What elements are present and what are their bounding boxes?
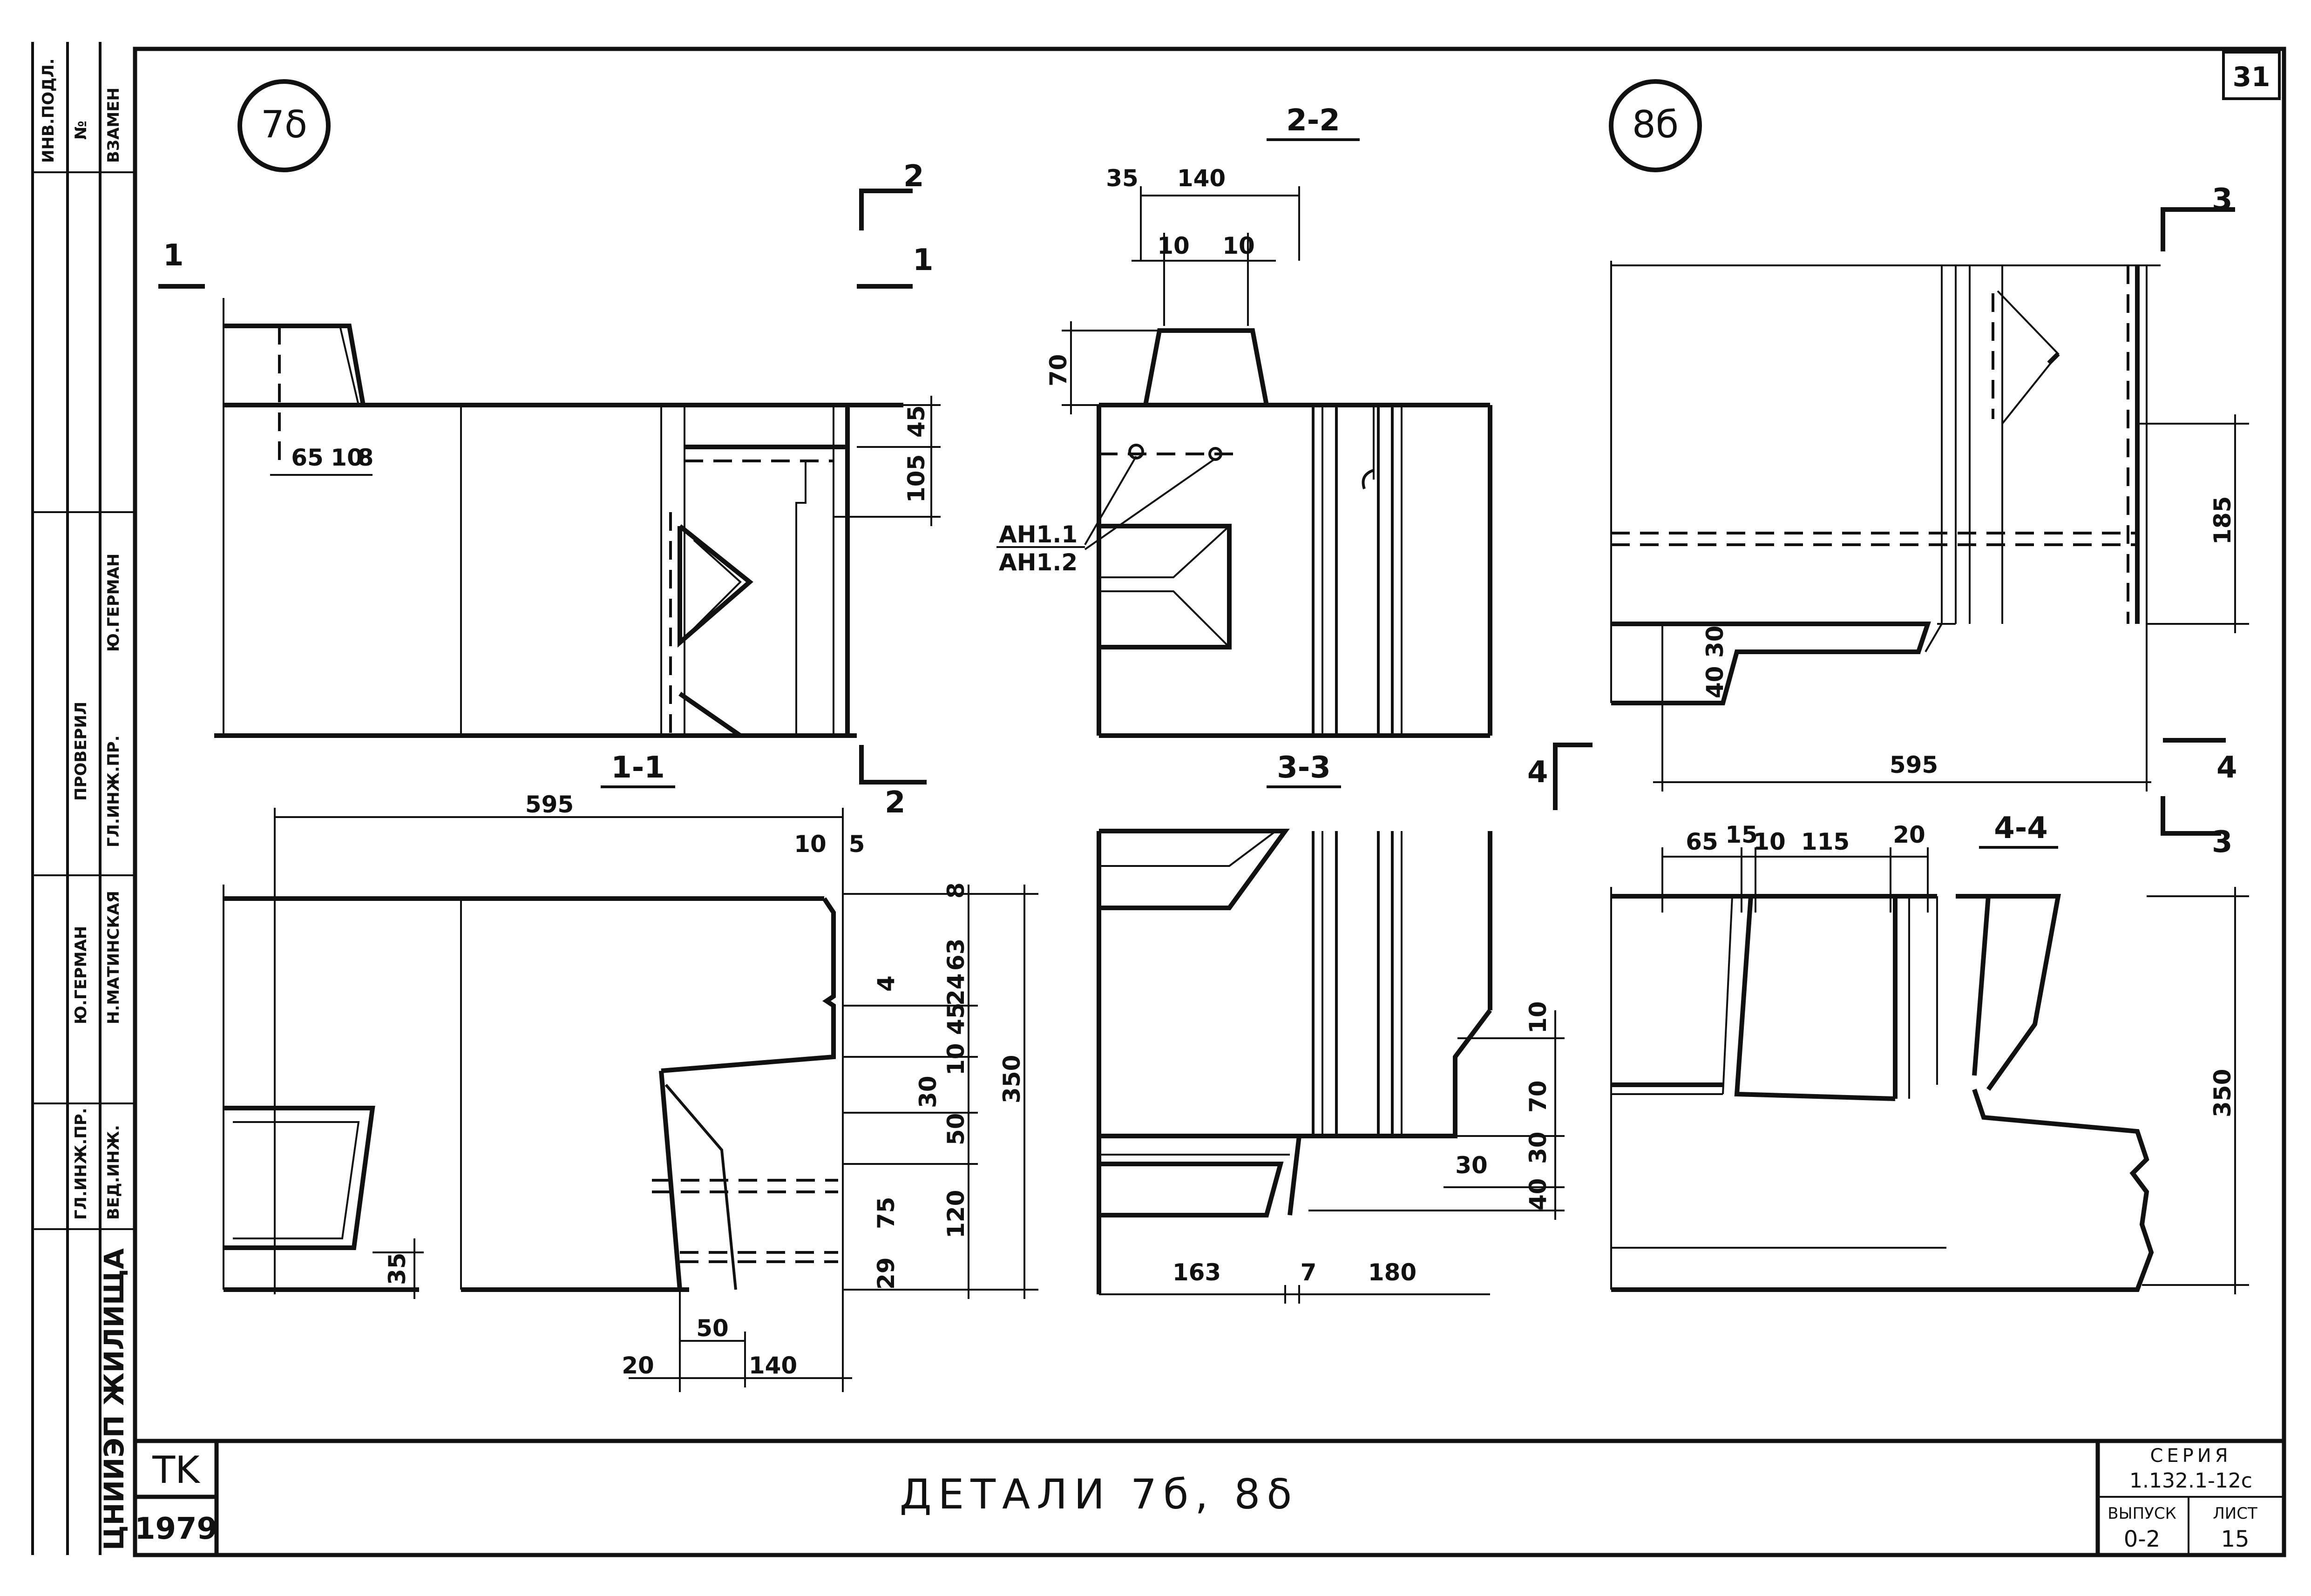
side-text-name-3: Н.МАТИНСКАЯ (104, 891, 123, 1024)
side-text-name-1: Ю.ГЕРМАН (104, 554, 123, 652)
dim-350-b: 350 (2209, 1069, 2236, 1117)
side-text-vzamen: ВЗАМЕН (104, 88, 123, 163)
sheet-frame (133, 47, 2286, 1557)
detail-7-label: 7δ (261, 103, 307, 146)
series-label: СЕРИЯ (2150, 1445, 2231, 1467)
side-text-role-2: ГЛ.ИНЖ.ПР. (72, 1108, 90, 1220)
dim-10-left: 10 (1157, 232, 1190, 259)
dim-29: 29 (873, 1257, 900, 1290)
cut-mark-3-bottom: 3 (2212, 825, 2233, 859)
year: 1979 (135, 1512, 217, 1546)
dim-140: 140 (749, 1352, 797, 1379)
dim-45: 45 (903, 405, 930, 438)
cut-mark-2-top: 2 (903, 159, 924, 194)
list-value: 15 (2221, 1526, 2249, 1552)
drawing-title: ДЕТАЛИ 7б, 8δ (900, 1470, 1298, 1518)
dim-30-r3: 30 (1525, 1131, 1552, 1164)
list-label: ЛИСТ (2213, 1504, 2257, 1523)
dim-35: 35 (384, 1252, 411, 1285)
dim-35-top: 35 (1106, 165, 1139, 192)
dim-350-a: 350 (998, 1055, 1025, 1103)
dim-75: 75 (873, 1197, 900, 1229)
dim-50-b: 50 (696, 1315, 729, 1342)
dim-24: 24 (942, 973, 969, 1006)
dim-10: 10 (331, 444, 363, 471)
dim-115: 115 (1801, 828, 1850, 855)
detail-7-plan (214, 298, 941, 738)
issue-label: ВЫПУСК (2108, 1504, 2176, 1523)
cut-mark-3-top: 3 (2212, 183, 2233, 217)
dim-50: 50 (942, 1113, 969, 1145)
side-stamp-column: ИНВ.ПОДЛ. № ВЗАМЕН ПРОВЕРИЛ Ю.ГЕРМАН ГЛ.… (31, 42, 135, 1555)
section-1-1-drawing (223, 808, 1038, 1392)
side-text-checked: ПРОВЕРИЛ (72, 702, 90, 801)
dim-30: 30 (915, 1075, 942, 1108)
dim-30-x: 30 (1455, 1152, 1488, 1179)
dim-10-45: 10 45 (942, 1002, 969, 1075)
stamp-code: TK (152, 1448, 201, 1492)
dim-65-b: 65 (1686, 828, 1718, 855)
section-labels: 2-2 1-1 3-3 4-4 (601, 103, 2058, 849)
cut-mark-4-right: 4 (2216, 751, 2237, 785)
detail-8-label: 8б (1632, 103, 1679, 146)
cut-mark-1-right: 1 (913, 243, 934, 277)
anchor-an1-2: АН1.2 (999, 549, 1078, 576)
dim-105: 105 (903, 454, 930, 503)
dim-7: 7 (1301, 1259, 1317, 1286)
dim-5: 5 (849, 831, 865, 858)
side-text-name-2: Ю.ГЕРМАН (72, 926, 90, 1024)
dim-185: 185 (2209, 496, 2236, 545)
dim-40-r3: 40 (1525, 1178, 1552, 1211)
dim-10-right: 10 (1222, 232, 1255, 259)
sheet-number: 31 (2233, 61, 2270, 93)
title-block: TK 1979 ДЕТАЛИ 7б, 8δ СЕРИЯ 1.132.1-12с … (135, 1445, 2257, 1552)
dim-4: 4 (873, 975, 900, 992)
dim-180: 180 (1368, 1259, 1416, 1286)
dim-8-b: 8 (942, 882, 969, 899)
side-text-role-3: ВЕД.ИНЖ. (104, 1125, 123, 1220)
section-3-3-label: 3-3 (1277, 751, 1331, 785)
dim-595-a: 595 (525, 791, 574, 818)
cut-mark-1-left: 1 (163, 238, 184, 273)
dim-15: 15 (1725, 821, 1758, 848)
cut-mark-2-bottom: 2 (885, 785, 906, 820)
dim-20-b: 20 (1893, 821, 1925, 848)
dim-20: 20 (622, 1352, 654, 1379)
dim-8: 8 (358, 444, 374, 471)
side-text-inv: ИНВ.ПОДЛ. (39, 58, 58, 163)
side-text-role-1: ГЛ.ИНЖ.ПР. (104, 735, 123, 847)
org-name: ЦНИИЭП ЖИЛИЩА (98, 1248, 130, 1550)
section-2-2-label: 2-2 (1286, 103, 1340, 138)
detail-8-plan (1610, 261, 2249, 791)
dim-10-c: 10 (1753, 828, 1786, 855)
dim-10-r3: 10 (1525, 1001, 1552, 1034)
dim-120: 120 (942, 1190, 969, 1238)
detail-8-marker: 8б (1609, 79, 1702, 172)
dim-63: 63 (942, 938, 969, 971)
dim-70-r3: 70 (1525, 1080, 1552, 1113)
dim-70: 70 (1045, 354, 1072, 386)
dim-163: 163 (1172, 1259, 1221, 1286)
dim-140-top: 140 (1177, 165, 1226, 192)
dim-10-b: 10 (794, 831, 827, 858)
dim-595-c: 595 (1890, 751, 1938, 778)
cut-markers: 1 2 1 2 4 3 4 3 (158, 159, 2237, 859)
section-3-3-drawing (1097, 829, 1565, 1304)
cut-mark-4-mid: 4 (1527, 755, 1548, 790)
anchor-an1-1: АН1.1 (999, 521, 1078, 548)
side-text-no: № (72, 121, 90, 140)
section-2-2-drawing (996, 186, 1492, 738)
issue-value: 0-2 (2124, 1526, 2160, 1552)
section-4-4-drawing (1610, 847, 2249, 1294)
section-1-1-label: 1-1 (611, 751, 665, 785)
dim-65: 65 (291, 444, 324, 471)
detail-7-marker: 7δ (237, 79, 331, 172)
series-value: 1.132.1-12с (2129, 1469, 2252, 1493)
dim-40-30: 40 30 (1701, 625, 1728, 698)
section-4-4-label: 4-4 (1994, 811, 2048, 845)
